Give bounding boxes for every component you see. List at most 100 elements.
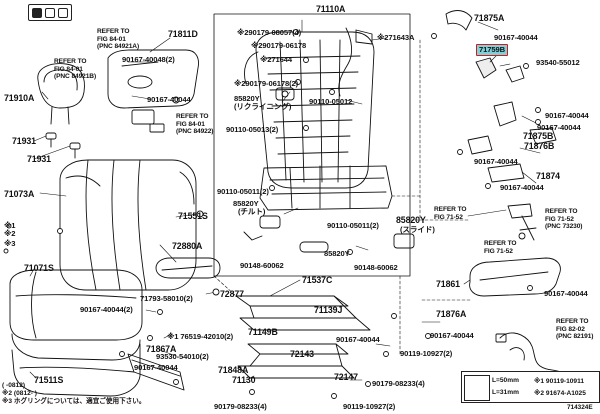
- label-90119-10927-b: 90119-10927(2): [343, 402, 396, 411]
- footnote-3: ※3 ホグリングについては、適宜ご使用下さい。: [2, 398, 146, 406]
- ref-71-52-c: REFER TO FIG 71-52: [484, 240, 517, 255]
- label-90179-08233: 90179-08233(4): [372, 379, 425, 388]
- footnote-1: ( -0812): [2, 382, 26, 389]
- ref-84922: REFER TO FIG 84-01 (PNC 84922): [176, 113, 214, 136]
- label-90167-40044-b: 90167-40044: [134, 363, 178, 372]
- ref-84921B: REFER TO FIG 84-01 (PNC 84921B): [54, 58, 97, 81]
- label-slide: (スライド): [400, 225, 435, 234]
- label-93540: 93540-55012: [536, 58, 580, 67]
- label-90119-10927: 90119-10927(2): [400, 349, 453, 358]
- label-71073A: 71073A: [4, 189, 35, 199]
- label-71910A: 71910A: [4, 93, 35, 103]
- label-90110-05011: 90110-05011(2): [217, 187, 269, 196]
- legend-part-2: ※2 91674-A1025: [534, 390, 586, 397]
- label-71130: 71130: [232, 375, 256, 385]
- label-71149B: 71149B: [248, 327, 278, 337]
- label-90167-40044-i: 90167-40044: [430, 331, 474, 340]
- label-71931-b: 71931: [27, 154, 51, 164]
- label-72147: 72147: [334, 372, 358, 382]
- label-71848A: 71848A: [218, 365, 249, 375]
- label-71551S: 71551S: [178, 211, 208, 221]
- label-71537C: 71537C: [302, 275, 333, 285]
- label-71110A: 71110A: [316, 4, 346, 14]
- label-90167-40044-c: 90167-40044: [494, 33, 538, 42]
- label-90167-40044-2: 90167-40044(2): [80, 305, 133, 314]
- seatback-cushion-drawing: [59, 159, 197, 291]
- label-71861: 71861: [436, 279, 460, 289]
- label-71793: 71793-58010(2): [140, 294, 193, 303]
- label-71511S: 71511S: [34, 375, 64, 385]
- label-71875B: 71875B: [523, 131, 554, 141]
- label-90167-40044-f: 90167-40044: [474, 157, 518, 166]
- ref-82-02: REFER TO FIG 82-02 (PNC 82191): [556, 318, 594, 341]
- footnotes: ( -0812) ※2 (0812- ) ※3 ホグリングについては、適宜ご使用…: [2, 382, 145, 407]
- ref-71-52-a: REFER TO FIG 71-52: [434, 206, 467, 221]
- legend-length-2: L=31mm: [492, 389, 519, 396]
- legend-part-1: ※1 90119-10911: [534, 378, 585, 385]
- seat-cushion-drawing: [9, 269, 143, 397]
- seat-track-drawing: [235, 295, 371, 379]
- label-star-3: ※3: [4, 239, 16, 248]
- label-85820Y-4: 85820Y: [324, 249, 350, 258]
- label-90110-05013: 90110-05013(2): [226, 125, 279, 134]
- label-90148-60062-b: 90148-60062: [354, 263, 398, 272]
- bolt-legend: L=50mm L=31mm ※1 90119-10911 ※2 91674-A1…: [461, 371, 600, 403]
- label-90148-60062: 90148-60062: [240, 261, 284, 270]
- label-72880A: 72880A: [172, 241, 203, 251]
- label-71931-a: 71931: [12, 136, 36, 146]
- label-90167-40048-2: 90167-40048(2): [122, 55, 175, 64]
- figure-id: 714324E: [567, 404, 593, 411]
- label-71876A: 71876A: [436, 309, 467, 319]
- headrest-support-drawing: [45, 132, 81, 159]
- label-290179-06178: ※290179-06178: [251, 41, 307, 50]
- label-72877: 72877: [220, 289, 244, 299]
- buckle-drawing: [507, 203, 537, 241]
- right-trim-drawings: [445, 10, 557, 183]
- dashed-reference-lines: [213, 39, 471, 357]
- label-90110-05011-b: 90110-05011(2): [327, 221, 379, 230]
- view-selector-icon: [28, 4, 72, 21]
- label-290179-06178-2: ※290179-06178(2): [234, 79, 299, 88]
- harness-drawing: [495, 332, 567, 377]
- label-90167-40044-e: 90167-40044: [537, 123, 581, 132]
- label-90167-40044-a: 90167-40044: [147, 95, 191, 104]
- footnote-2: ※2 (0812- ): [2, 390, 37, 398]
- label-71867A: 71867A: [146, 344, 177, 354]
- label-71875A: 71875A: [474, 13, 505, 23]
- fastener-drawings: [3, 29, 541, 399]
- ref-84921A: REFER TO FIG 84-01 (PNC 84921A): [97, 28, 140, 51]
- label-93530: 93530-54010(2): [156, 352, 209, 361]
- label-90167-40044-d: 90167-40044: [545, 111, 589, 120]
- label-85820Y-1: 85820Y: [234, 94, 260, 103]
- cable-drawing: [338, 27, 373, 97]
- label-71876B: 71876B: [524, 141, 555, 151]
- armrest-drawing: [155, 257, 221, 279]
- label-85820Y-3: 85820Y: [396, 215, 426, 225]
- label-star-1: ※1: [4, 221, 16, 230]
- headrest-drawing: [37, 63, 85, 125]
- label-star-2: ※2: [4, 229, 16, 238]
- ref-71-52-b: REFER TO FIG 71-52 (PNC 73230): [545, 208, 583, 231]
- label-71811D: 71811D: [168, 29, 198, 39]
- seat-frame-group-box: [213, 13, 411, 277]
- seatback-frame-drawing: [244, 31, 375, 189]
- side-garnish-drawing: [469, 257, 561, 297]
- label-90167-40044-g: 90167-40044: [500, 183, 544, 192]
- side-shield-drawing: [107, 49, 199, 133]
- label-290179-08057: ※290179-08057(4): [237, 28, 302, 37]
- label-recliner: (リクライニング): [234, 102, 292, 111]
- label-76519: ※1 76519-42010(2): [167, 332, 234, 341]
- label-tilt: (チルト): [238, 207, 266, 216]
- label-90167-40044-j: 90167-40044: [336, 335, 380, 344]
- label-271643A: ※271643A: [377, 33, 415, 42]
- label-85820Y-2: 85820Y: [233, 199, 259, 208]
- seat-frame-drawing: [259, 165, 393, 211]
- bolt-legend-icon: [464, 375, 490, 401]
- legend-length-1: L=50mm: [492, 377, 519, 384]
- label-90179-08233-b: 90179-08233(4): [214, 402, 267, 411]
- label-72143: 72143: [290, 349, 314, 359]
- label-71759B-highlighted[interactable]: 71759B: [476, 44, 509, 56]
- label-71139J: 71139J: [314, 305, 343, 315]
